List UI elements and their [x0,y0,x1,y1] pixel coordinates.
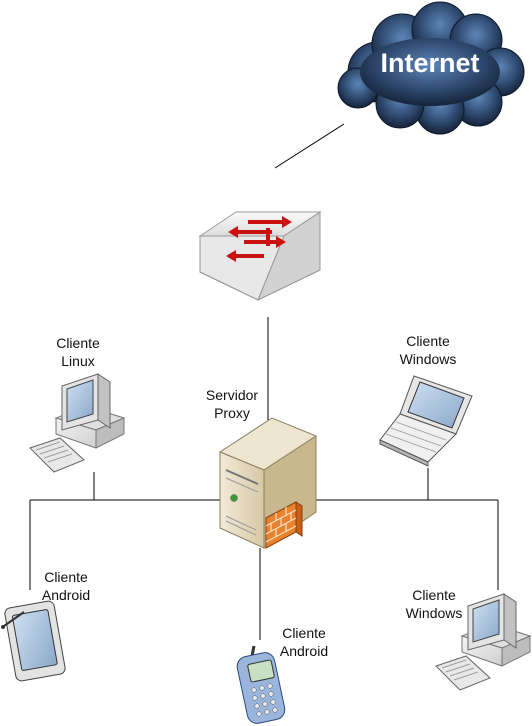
windows-desktop-client-label: Cliente Windows [405,587,463,621]
proxy-server-icon [218,417,318,549]
android-phone-client-label: Cliente Android [279,625,329,659]
switch-icon [198,211,322,302]
linux-desktop-icon [29,373,126,473]
linux-client-label: Cliente Linux [56,335,100,369]
windows-laptop-client-label: Cliente Windows [399,333,457,367]
android-phone-icon [236,645,286,724]
windows-desktop-icon [435,593,532,691]
android-tablet-icon [1,600,66,682]
firewall-icon [265,501,303,549]
internet-link-line [274,123,345,169]
windows-laptop-icon [379,375,473,467]
android-tablet-client-label: Cliente Android [41,569,91,603]
internet-cloud [337,1,525,135]
proxy-server-label: Servidor Proxy [205,387,259,421]
internet-label: Internet [380,48,480,78]
